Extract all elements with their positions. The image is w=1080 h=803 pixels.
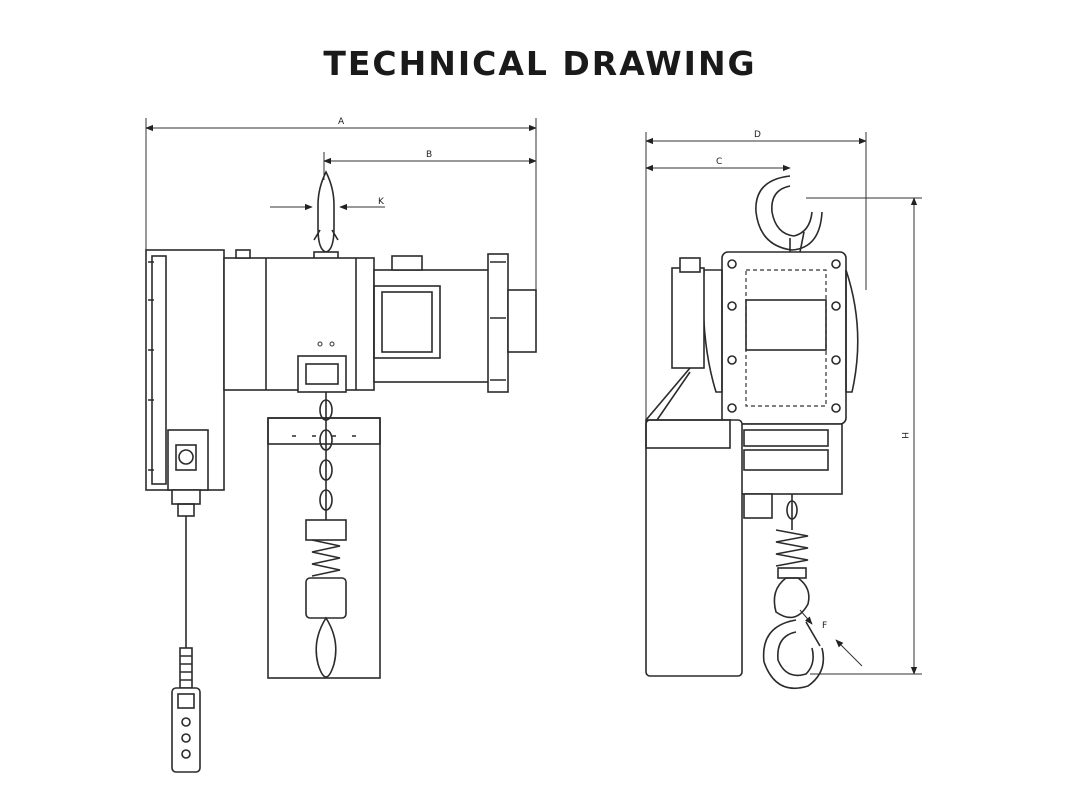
dimension-b: B (323, 150, 537, 180)
dim-label-f: F (822, 621, 827, 631)
chain-bag (267, 417, 381, 679)
page-title: TECHNICAL DRAWING (323, 44, 757, 83)
dimension-a: A (145, 117, 537, 290)
dimension-k: K (270, 197, 385, 211)
dim-label-h: H (899, 432, 909, 439)
load-chain (297, 355, 347, 678)
side-control-box (645, 257, 743, 677)
dim-label-c: C (716, 157, 722, 167)
dim-label-k: K (378, 197, 385, 207)
dim-label-a: A (338, 117, 345, 127)
side-top-hook (755, 175, 823, 253)
pendant-control (171, 516, 201, 773)
dimension-h: H (806, 197, 922, 675)
front-view: A B K (145, 117, 537, 773)
dimension-f: F (799, 609, 863, 667)
hoist-body (223, 249, 537, 393)
side-view: D C H (645, 130, 922, 690)
dimension-d: D (645, 130, 867, 420)
dim-label-b: B (426, 150, 432, 160)
dimension-c: C (645, 157, 791, 172)
control-box (145, 249, 225, 517)
side-load-chain (762, 494, 825, 690)
dim-label-d: D (754, 130, 761, 140)
